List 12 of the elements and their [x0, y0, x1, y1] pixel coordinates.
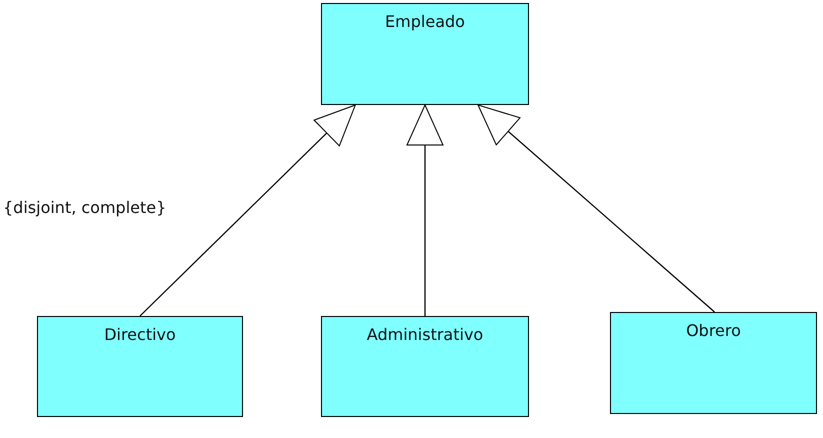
- class-name: Empleado: [384, 12, 466, 31]
- class-name: Administrativo: [366, 325, 484, 344]
- generalization-arrow: [140, 104, 356, 316]
- class-name: Directivo: [103, 325, 177, 344]
- class-box: [321, 316, 529, 417]
- class-name: Obrero: [685, 321, 742, 340]
- generalization-arrow: [478, 104, 715, 312]
- class-box: [610, 312, 817, 414]
- constraint-label: {disjoint, complete}: [3, 198, 166, 217]
- class-box: [321, 3, 529, 105]
- generalization-arrow: [406, 104, 444, 316]
- class-box: [37, 316, 243, 417]
